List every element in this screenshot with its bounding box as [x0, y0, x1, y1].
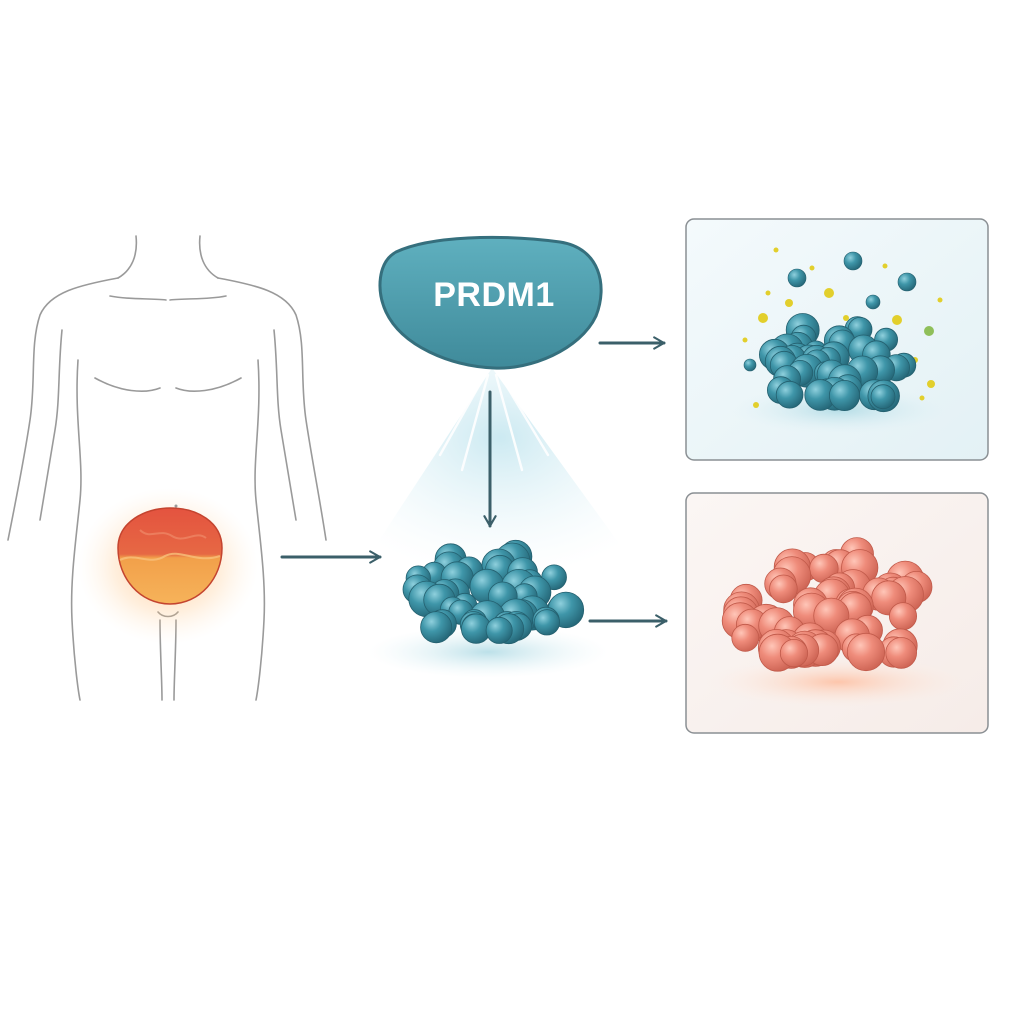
released-particle	[937, 297, 943, 303]
released-particle	[892, 315, 902, 325]
released-particle	[919, 395, 925, 401]
bladder-tumor	[78, 488, 258, 644]
center-cell-cluster	[368, 539, 608, 678]
human-body-outline	[7, 235, 327, 701]
released-particle	[843, 251, 863, 271]
cell-sphere	[846, 632, 886, 672]
released-particle	[927, 380, 935, 388]
prdm1-label: PRDM1	[433, 276, 555, 314]
released-particle	[753, 402, 759, 408]
released-particle	[865, 294, 881, 310]
lower-outcome-panel	[685, 492, 989, 734]
released-particle	[824, 288, 834, 298]
cell-sphere	[829, 379, 861, 411]
released-particle	[843, 315, 849, 321]
cell-sphere	[775, 380, 804, 409]
arrows	[280, 336, 668, 628]
upper-outcome-panel	[685, 218, 989, 461]
cell-sphere	[420, 611, 453, 644]
released-particle	[742, 337, 748, 343]
released-particle	[924, 326, 934, 336]
released-particle	[773, 247, 779, 253]
prdm1-protein: PRDM1	[378, 235, 603, 370]
cell-sphere	[769, 574, 798, 604]
released-particle	[785, 299, 793, 307]
cell-sphere	[533, 609, 561, 636]
released-particle	[809, 265, 815, 271]
released-particle	[897, 272, 917, 292]
cell-sphere	[885, 637, 917, 669]
cell-sphere	[731, 623, 760, 652]
prdm1-signal-beam	[340, 368, 660, 600]
cell-sphere	[779, 638, 809, 668]
released-particle	[765, 290, 771, 296]
released-particle	[758, 313, 768, 323]
cell-sphere	[485, 616, 513, 644]
released-particle	[787, 268, 807, 288]
released-particle	[882, 263, 888, 269]
cell-sphere	[870, 384, 896, 410]
released-particle	[743, 358, 757, 372]
cell-sphere	[889, 602, 918, 631]
